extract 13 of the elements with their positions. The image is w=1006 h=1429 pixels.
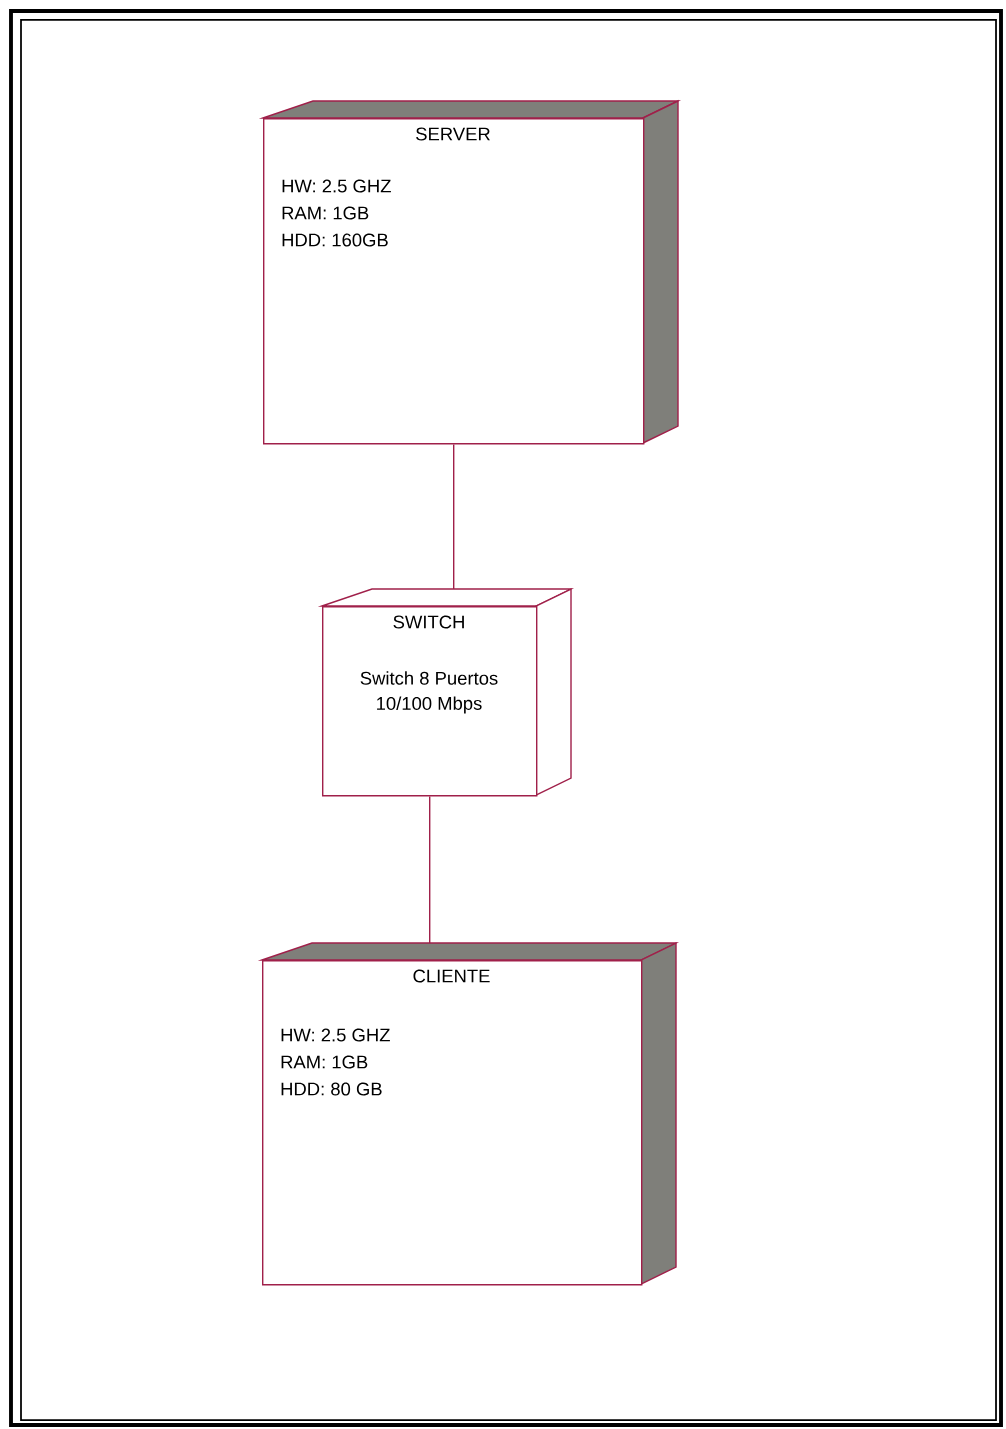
connector-line [429, 795, 431, 944]
spec-text: HDD: 80 GB [281, 1082, 382, 1096]
spec-text: HW: 2.5 GHZ [282, 179, 391, 193]
node-title: SWITCH [393, 615, 464, 629]
spec-text: HDD: 160GB [282, 233, 388, 247]
spec-text: Switch 8 Puertos [360, 671, 498, 685]
spec-text: HW: 2.5 GHZ [281, 1028, 390, 1042]
connector-line [453, 443, 455, 590]
node-title: SERVER [416, 127, 490, 141]
node-title: CLIENTE [413, 969, 490, 983]
spec-text: RAM: 1GB [281, 1055, 368, 1069]
spec-text: RAM: 1GB [282, 206, 369, 220]
spec-text: 10/100 Mbps [377, 696, 482, 714]
